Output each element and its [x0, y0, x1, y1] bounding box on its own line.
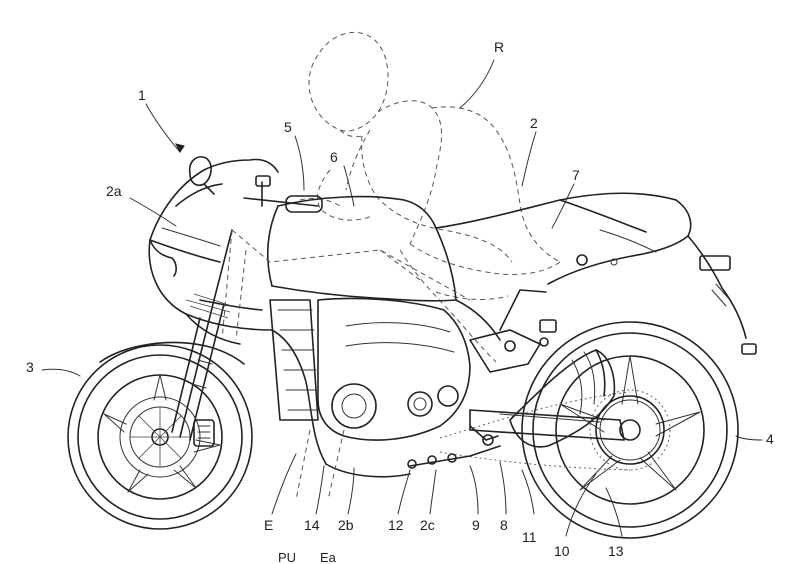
front-wheel — [67, 344, 253, 530]
label-6: 6 — [330, 149, 338, 165]
rear-bracket — [469, 289, 557, 373]
label-12: 12 — [388, 517, 404, 533]
label-9: 9 — [472, 517, 480, 533]
shifter-linkage — [407, 425, 501, 469]
label-14: 14 — [304, 517, 320, 533]
swing-arm — [469, 409, 625, 441]
label-2: 2 — [530, 115, 538, 131]
label-PU: PU — [278, 550, 296, 564]
label-2a: 2a — [106, 183, 122, 199]
label-R: R — [494, 39, 504, 55]
label-11: 11 — [522, 529, 537, 545]
label-4: 4 — [766, 431, 774, 447]
label-Ea: Ea — [320, 550, 337, 564]
label-2b: 2b — [338, 517, 354, 533]
leader-lines — [41, 59, 763, 537]
label-1: 1 — [138, 87, 146, 103]
radiator — [269, 299, 319, 421]
reference-labels: 1 R 5 6 2 7 2a 3 4 E 14 2b 12 2c 9 8 11 … — [26, 39, 774, 564]
front-fender — [99, 341, 245, 365]
label-5: 5 — [284, 119, 292, 135]
license-bracket — [687, 235, 757, 355]
label-10: 10 — [554, 543, 570, 559]
fairing — [148, 158, 692, 478]
label-13: 13 — [608, 543, 624, 559]
rear-wheel — [521, 321, 739, 539]
label-3: 3 — [26, 359, 34, 375]
engine — [295, 297, 471, 501]
muffler — [509, 349, 616, 448]
headlight — [149, 239, 177, 277]
mirror — [188, 156, 215, 195]
label-E: E — [264, 517, 273, 533]
handlebar — [243, 175, 323, 213]
label-7: 7 — [572, 167, 580, 183]
frame — [221, 229, 471, 341]
front-brake-caliper — [193, 419, 215, 447]
label-8: 8 — [500, 517, 508, 533]
front-fork — [171, 229, 233, 441]
rear-sprocket — [589, 389, 671, 471]
rider-outline — [299, 31, 561, 363]
label-2c: 2c — [420, 517, 435, 533]
